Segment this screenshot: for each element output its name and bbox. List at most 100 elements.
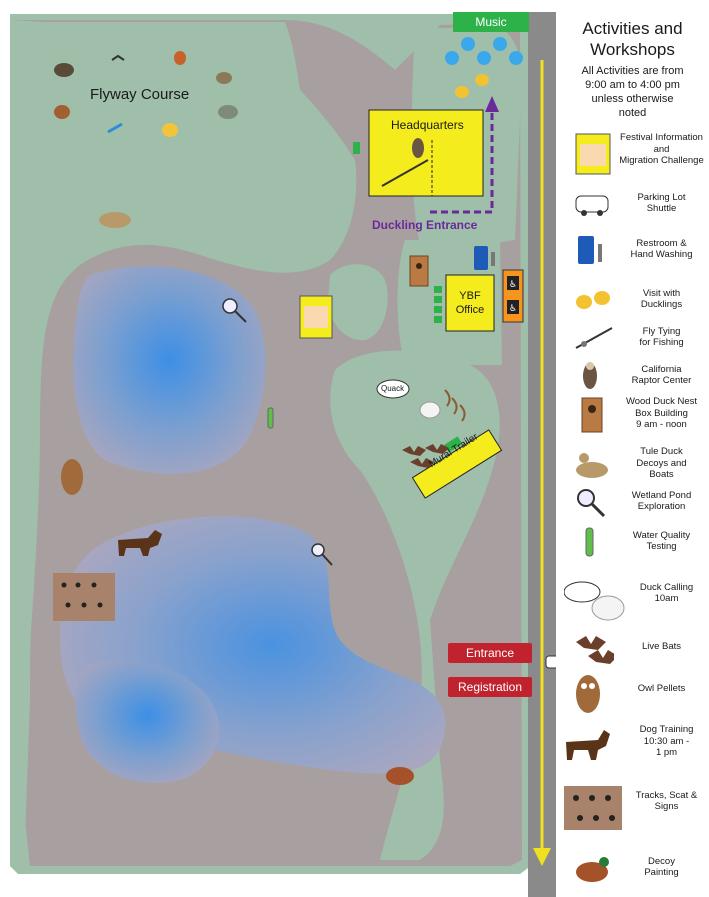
legend-item-line: Parking Lot — [637, 191, 686, 203]
bats-icon — [402, 444, 449, 468]
magnifier-icon-2 — [311, 543, 333, 566]
music-stage-seats — [445, 37, 523, 65]
legend-item-label: Tracks, Scat &Signs — [626, 790, 707, 813]
ybf-office-label-1: YBF — [459, 290, 481, 302]
legend-item-line: Water Quality — [632, 529, 691, 541]
tracks-icon — [564, 786, 622, 830]
legend-item-line: Dog Training — [639, 724, 694, 735]
legend-item-line: Duck Calling — [639, 581, 694, 593]
track-prints — [61, 582, 103, 608]
nest-twigs — [444, 389, 466, 422]
legend-item-line: Decoy — [648, 855, 675, 867]
legend-item: Restroom &Hand Washing — [556, 234, 709, 278]
wild-birds — [54, 51, 238, 137]
legend-item-line: Migration Challenge — [619, 155, 704, 166]
owl-icon — [576, 675, 600, 713]
test-tube-icon — [267, 407, 274, 429]
legend-sub-2: 9:00 am to 4:00 pm — [585, 79, 680, 91]
quack-bubble — [376, 379, 410, 399]
legend-item-line: Live Bats — [641, 641, 682, 653]
decoy-painting-icon — [576, 857, 609, 882]
legend-title-1: Activities and — [582, 19, 683, 38]
park-map: ♿ ♿ — [10, 12, 556, 897]
raptor-icon — [583, 362, 597, 389]
ducklings-icon — [455, 74, 489, 98]
activities-legend: Activities and Workshops All Activities … — [556, 0, 709, 897]
legend-item-line: and — [653, 143, 670, 155]
fishing-rod-icon — [575, 327, 613, 349]
booth-window — [304, 306, 328, 328]
office-green-1 — [434, 286, 442, 293]
nest-box-icon — [409, 255, 429, 287]
meadow-west — [14, 300, 40, 866]
decoy-painting-icon — [386, 767, 414, 785]
legend-item-label: Live Bats — [616, 641, 707, 653]
nest-box-hole — [416, 263, 422, 269]
legend-item-line: 9 am - noon — [636, 419, 687, 430]
legend-item-line: Wetland Pond — [631, 489, 692, 501]
legend-item-line: Shuttle — [646, 203, 677, 214]
duckling-entrance-route — [430, 110, 494, 214]
legend-item-line: Decoys and — [636, 457, 687, 469]
island — [328, 264, 388, 341]
office-green-2 — [434, 296, 442, 303]
restroom-icon — [474, 246, 488, 270]
hq-green-marker — [353, 142, 360, 154]
legend-item-label: Restroom &Hand Washing — [616, 238, 707, 261]
wheelchair-icon-2: ♿ — [509, 304, 517, 314]
flyway-course-label: Flyway Course — [90, 86, 190, 103]
legend-item-line: Signs — [654, 801, 679, 812]
festival-booth-icon — [575, 133, 611, 175]
legend-item-line: Restroom & — [636, 237, 687, 249]
north-pond — [73, 266, 266, 474]
southwest-pond — [75, 659, 219, 784]
quack-label: Quack — [381, 384, 405, 393]
duck-calling-icon — [564, 581, 625, 621]
tracks-icon — [53, 573, 115, 621]
accessible-sign-1 — [507, 276, 519, 290]
legend-sub-1: All Activities are from — [581, 65, 684, 77]
office-green-3 — [434, 306, 442, 313]
handwash-icon — [491, 252, 495, 266]
ducklings-icon — [576, 291, 610, 309]
legend-item-line: Exploration — [637, 501, 686, 512]
legend-item: Tracks, Scat &Signs — [556, 786, 709, 830]
dog-icon — [118, 530, 162, 556]
legend-item-line: Hand Washing — [630, 249, 693, 260]
entrance-sign: Entrance — [448, 643, 532, 663]
test-tube-icon — [585, 527, 594, 557]
shuttle-icon — [575, 195, 609, 216]
legend-item: Owl Pellets — [556, 674, 709, 718]
music-sign: Music — [453, 12, 529, 32]
legend-item-line: 1 pm — [655, 747, 678, 758]
owl-icon — [61, 459, 83, 495]
trailer-green-marker — [444, 436, 463, 453]
legend-item-label: Owl Pellets — [616, 683, 707, 695]
legend-item-line: Ducklings — [640, 299, 683, 310]
legend-item-line: Boats — [649, 469, 674, 480]
nest-box-icon — [581, 397, 603, 433]
accessible-sign-2 — [507, 300, 519, 314]
legend-item-line: Visit with — [642, 287, 681, 299]
legend-item-line: Testing — [646, 541, 677, 552]
dog-icon — [566, 730, 610, 760]
legend-item-line: Festival Information — [620, 132, 703, 143]
legend-item-line: 10:30 am - — [643, 735, 690, 747]
legend-sub-3: unless otherwise — [591, 93, 674, 105]
legend-item-line: Fly Tying — [642, 325, 681, 337]
